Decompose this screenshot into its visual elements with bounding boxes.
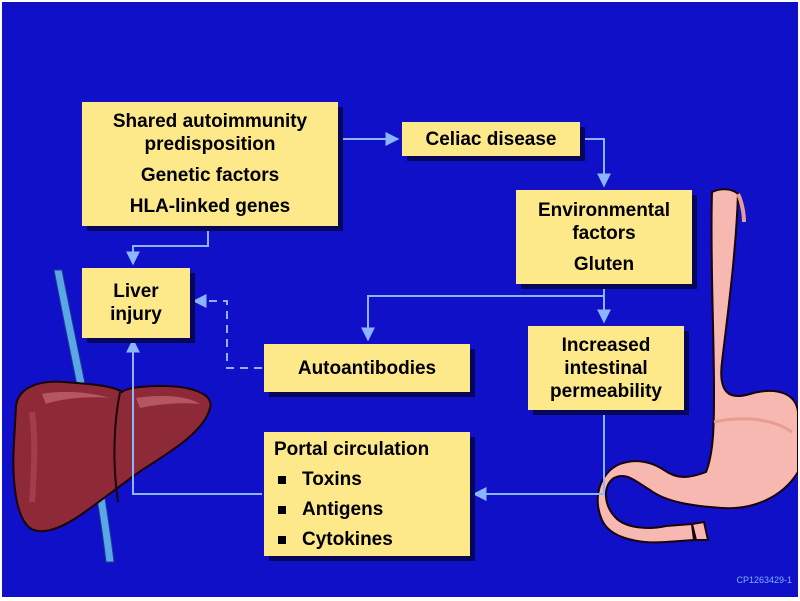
bullet-icon (278, 535, 286, 544)
predisposition-line-2: predisposition (144, 134, 276, 155)
bullet-icon (278, 505, 286, 514)
box-shared-autoimmunity-predisposition: Shared autoimmunity predisposition Genet… (82, 102, 338, 226)
portal-item-antigens: Antigens (274, 498, 460, 521)
arrow-environmental-to-autoantibodies (361, 284, 605, 342)
cytokines-label: Cytokines (302, 529, 393, 550)
permeability-line-2: intestinal (564, 357, 648, 379)
box-celiac-disease: Celiac disease (402, 122, 580, 156)
arrow-portal-to-liver (126, 338, 262, 495)
arrow-autoantibodies-to-liver-dashed (192, 294, 262, 369)
box-environmental-factors: Environmental factors Gluten (516, 190, 692, 284)
liver-injury-line-1: Liver (113, 281, 159, 302)
hla-linked-genes-label: HLA-linked genes (129, 196, 291, 217)
permeability-line-1: Increased (561, 334, 651, 356)
portal-item-cytokines: Cytokines (274, 528, 460, 551)
box-liver-injury: Liver injury (82, 268, 190, 338)
box-increased-intestinal-permeability: Increased intestinal permeability (528, 326, 684, 410)
antigens-label: Antigens (302, 499, 384, 520)
box-autoantibodies: Autoantibodies (264, 344, 470, 392)
permeability-line-3: permeability (550, 380, 662, 402)
celiac-disease-label: Celiac disease (425, 128, 557, 150)
arrow-permeability-to-portal (472, 410, 605, 501)
liver-injury-line-2: injury (110, 304, 162, 325)
autoantibodies-label: Autoantibodies (297, 357, 437, 379)
gluten-label: Gluten (573, 253, 635, 275)
liver-illustration (12, 380, 212, 533)
predisposition-line-1: Shared autoimmunity (112, 111, 308, 132)
arrow-predisposition-to-liver (126, 226, 209, 266)
box-portal-circulation: Portal circulation Toxins Antigens Cytok… (264, 432, 470, 556)
genetic-factors-label: Genetic factors (140, 165, 280, 186)
portal-item-toxins: Toxins (274, 468, 460, 491)
bullet-icon (278, 475, 286, 484)
portal-circulation-title: Portal circulation (274, 439, 430, 460)
environmental-line-1: Environmental (538, 199, 670, 221)
reference-code: CP1263429-1 (736, 575, 792, 585)
environmental-line-2: factors (572, 222, 636, 244)
arrow-celiac-to-environmental (582, 138, 611, 188)
stomach-esophagus-illustration (596, 188, 798, 544)
toxins-label: Toxins (302, 469, 362, 490)
